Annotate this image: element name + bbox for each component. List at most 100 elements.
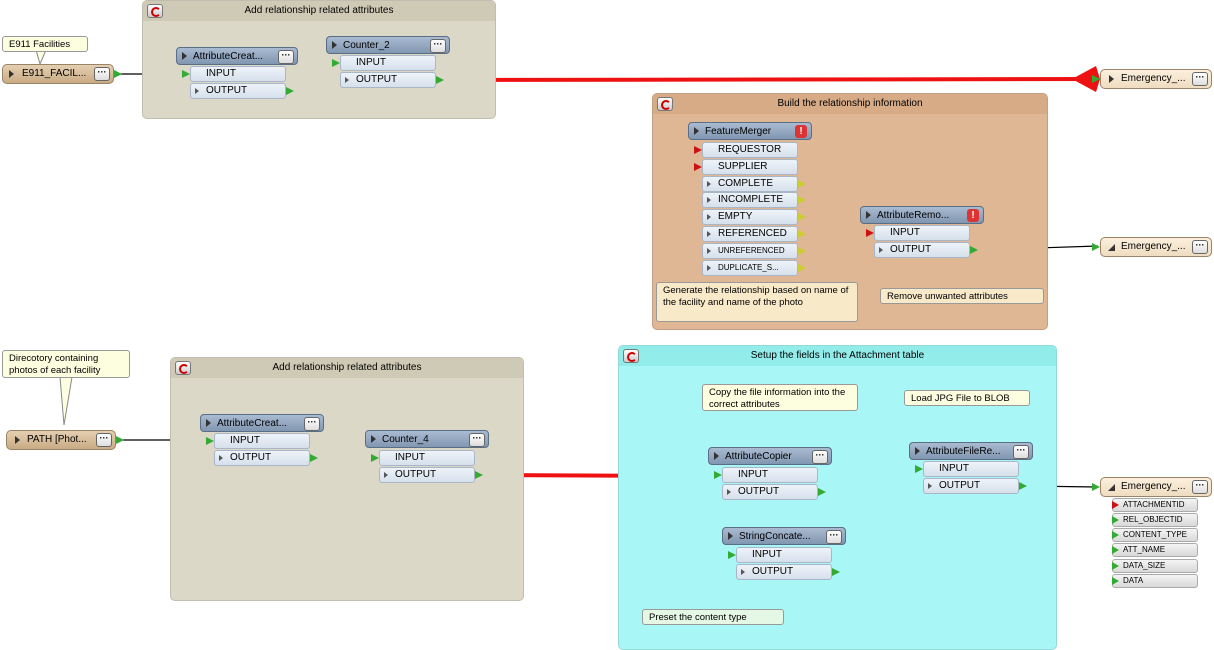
ellipsis-icon[interactable]: ···	[469, 433, 485, 447]
output-port-arrow[interactable]	[1019, 482, 1027, 490]
input-port[interactable]: INPUT	[728, 547, 832, 563]
output-port-arrow[interactable]	[798, 180, 806, 188]
writer-attribute[interactable]: ATT_NAME	[1112, 543, 1198, 557]
transformer-attribute-copier[interactable]: AttributeCopier ···	[708, 447, 832, 465]
output-port-arrow[interactable]	[798, 230, 806, 238]
input-port[interactable]: INPUT	[371, 450, 475, 466]
input-port-arrow[interactable]	[1092, 75, 1100, 83]
bookmark-icon[interactable]	[623, 349, 639, 363]
expand-triangle-icon[interactable]	[206, 419, 211, 427]
expand-triangle-icon[interactable]	[182, 52, 187, 60]
writer-attribute[interactable]: CONTENT_TYPE	[1112, 528, 1198, 542]
expand-triangle-icon[interactable]	[879, 247, 883, 253]
input-port[interactable]: INPUT	[866, 225, 970, 241]
expand-triangle-icon[interactable]	[332, 41, 337, 49]
input-port[interactable]: INPUT	[332, 55, 436, 71]
expand-triangle-icon[interactable]	[707, 197, 711, 203]
expand-triangle-icon[interactable]	[728, 532, 733, 540]
input-port-arrow[interactable]	[206, 437, 214, 445]
output-port-arrow[interactable]	[475, 471, 483, 479]
writer-emergency-2[interactable]: Emergency_... ···	[1092, 237, 1212, 257]
transformer-counter-2[interactable]: Counter_2 ···	[326, 36, 450, 54]
warning-icon[interactable]: !	[795, 125, 807, 138]
expand-triangle-icon[interactable]	[1109, 75, 1114, 83]
annotation-generate-relationship[interactable]: Generate the relationship based on name …	[656, 282, 858, 322]
ellipsis-icon[interactable]: ···	[1192, 72, 1208, 86]
output-port-empty[interactable]: EMPTY	[702, 209, 806, 225]
transformer-feature-merger[interactable]: FeatureMerger !	[688, 122, 812, 140]
expand-triangle-icon[interactable]	[15, 436, 20, 444]
expand-triangle-icon[interactable]	[741, 569, 745, 575]
input-port-arrow[interactable]	[714, 471, 722, 479]
output-port[interactable]: OUTPUT	[923, 478, 1027, 494]
writer-attribute[interactable]: ATTACHMENTID	[1112, 498, 1198, 512]
input-port-arrow[interactable]	[694, 146, 702, 154]
expand-triangle-icon[interactable]	[707, 231, 711, 237]
expand-triangle-icon[interactable]	[707, 181, 711, 187]
output-port-arrow[interactable]	[436, 76, 444, 84]
input-port-supplier[interactable]: SUPPLIER	[694, 159, 798, 175]
annotation-remove-unwanted[interactable]: Remove unwanted attributes	[880, 288, 1044, 304]
expand-triangle-icon[interactable]	[371, 435, 376, 443]
output-port[interactable]: OUTPUT	[340, 72, 444, 88]
output-port-arrow[interactable]	[310, 454, 318, 462]
output-port-arrow[interactable]	[798, 264, 806, 272]
output-port-unreferenced[interactable]: UNREFERENCED	[702, 243, 806, 259]
expand-triangle-icon[interactable]	[707, 214, 711, 220]
input-port-arrow[interactable]	[1092, 243, 1100, 251]
input-port[interactable]: INPUT	[182, 66, 286, 82]
collapse-triangle-icon[interactable]	[1108, 244, 1115, 251]
annotation-load-jpg[interactable]: Load JPG File to BLOB	[904, 390, 1030, 406]
output-port-arrow[interactable]	[114, 70, 122, 78]
bookmark-icon[interactable]	[147, 4, 163, 18]
expand-triangle-icon[interactable]	[9, 70, 14, 78]
output-port[interactable]: OUTPUT	[874, 242, 978, 258]
annotation-directory[interactable]: Direcotory containing photos of each fac…	[2, 350, 130, 378]
warning-icon[interactable]: !	[967, 209, 979, 222]
ellipsis-icon[interactable]: ···	[1192, 240, 1208, 254]
transformer-counter-4[interactable]: Counter_4 ···	[365, 430, 489, 448]
reader-e911-facilities[interactable]: E911_FACIL... ···	[2, 64, 122, 84]
writer-emergency-1[interactable]: Emergency_... ···	[1092, 69, 1212, 89]
input-port-requestor[interactable]: REQUESTOR	[694, 142, 798, 158]
bookmark-icon[interactable]	[657, 97, 673, 111]
input-port[interactable]: INPUT	[714, 467, 818, 483]
input-port-arrow[interactable]	[332, 59, 340, 67]
expand-triangle-icon[interactable]	[915, 447, 920, 455]
ellipsis-icon[interactable]: ···	[826, 530, 842, 544]
transformer-string-concatenator[interactable]: StringConcate... ···	[722, 527, 846, 545]
annotation-e911-facilities[interactable]: E911 Facilities	[2, 36, 88, 52]
transformer-attribute-creator-1[interactable]: AttributeCreat... ···	[176, 47, 298, 65]
input-port[interactable]: INPUT	[915, 461, 1019, 477]
output-port-incomplete[interactable]: INCOMPLETE	[702, 192, 806, 208]
ellipsis-icon[interactable]: ···	[430, 39, 446, 53]
expand-triangle-icon[interactable]	[714, 452, 719, 460]
expand-triangle-icon[interactable]	[345, 77, 349, 83]
output-port-arrow[interactable]	[832, 568, 840, 576]
transformer-attribute-file-reader[interactable]: AttributeFileRe... ···	[909, 442, 1033, 460]
input-port-arrow[interactable]	[728, 551, 736, 559]
annotation-preset-content-type[interactable]: Preset the content type	[642, 609, 784, 625]
output-port[interactable]: OUTPUT	[214, 450, 318, 466]
transformer-attribute-remover[interactable]: AttributeRemo... !	[860, 206, 984, 224]
ellipsis-icon[interactable]: ···	[94, 67, 110, 81]
writer-attribute[interactable]: DATA	[1112, 574, 1198, 588]
output-port-arrow[interactable]	[286, 87, 294, 95]
output-port[interactable]: OUTPUT	[736, 564, 840, 580]
collapse-triangle-icon[interactable]	[1108, 484, 1115, 491]
output-port-arrow[interactable]	[798, 196, 806, 204]
output-port-arrow[interactable]	[798, 213, 806, 221]
input-port-arrow[interactable]	[694, 163, 702, 171]
output-port[interactable]: OUTPUT	[722, 484, 826, 500]
writer-attribute[interactable]: DATA_SIZE	[1112, 559, 1198, 573]
ellipsis-icon[interactable]: ···	[812, 450, 828, 464]
expand-triangle-icon[interactable]	[727, 489, 731, 495]
expand-triangle-icon[interactable]	[384, 472, 388, 478]
input-port-arrow[interactable]	[1092, 483, 1100, 491]
expand-triangle-icon[interactable]	[707, 265, 711, 271]
output-port-complete[interactable]: COMPLETE	[702, 176, 806, 192]
input-port-arrow[interactable]	[915, 465, 923, 473]
input-port[interactable]: INPUT	[206, 433, 310, 449]
annotation-copy-file-info[interactable]: Copy the file information into the corre…	[702, 384, 858, 411]
output-port[interactable]: OUTPUT	[379, 467, 483, 483]
